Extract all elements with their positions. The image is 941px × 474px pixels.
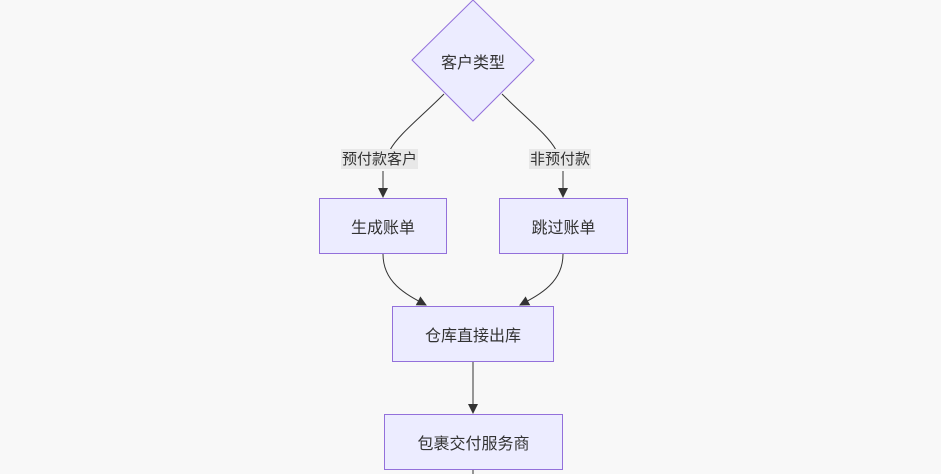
node-warehouse-outbound: 仓库直接出库 [392, 306, 554, 362]
edge-label-non-prepaid: 非预付款 [529, 149, 592, 169]
node-skip-bill: 跳过账单 [499, 198, 628, 254]
decision-label: 客户类型 [440, 53, 505, 72]
node-deliver-to-provider: 包裹交付服务商 [384, 414, 563, 470]
edge-decision-to-generate-bill [389, 93, 445, 151]
edge-generate-bill-to-warehouse [382, 253, 427, 306]
edge-label-prepaid: 预付款客户 [341, 149, 419, 169]
node-generate-bill: 生成账单 [319, 198, 447, 254]
edge-skip-bill-to-warehouse [519, 253, 564, 306]
node-warehouse-outbound-label: 仓库直接出库 [424, 326, 521, 345]
node-skip-bill-label: 跳过账单 [531, 218, 596, 237]
node-generate-bill-label: 生成账单 [350, 218, 415, 237]
edge-decision-to-skip-bill [501, 93, 557, 151]
node-deliver-to-provider-label: 包裹交付服务商 [417, 434, 530, 453]
decision-diamond [411, 0, 535, 122]
